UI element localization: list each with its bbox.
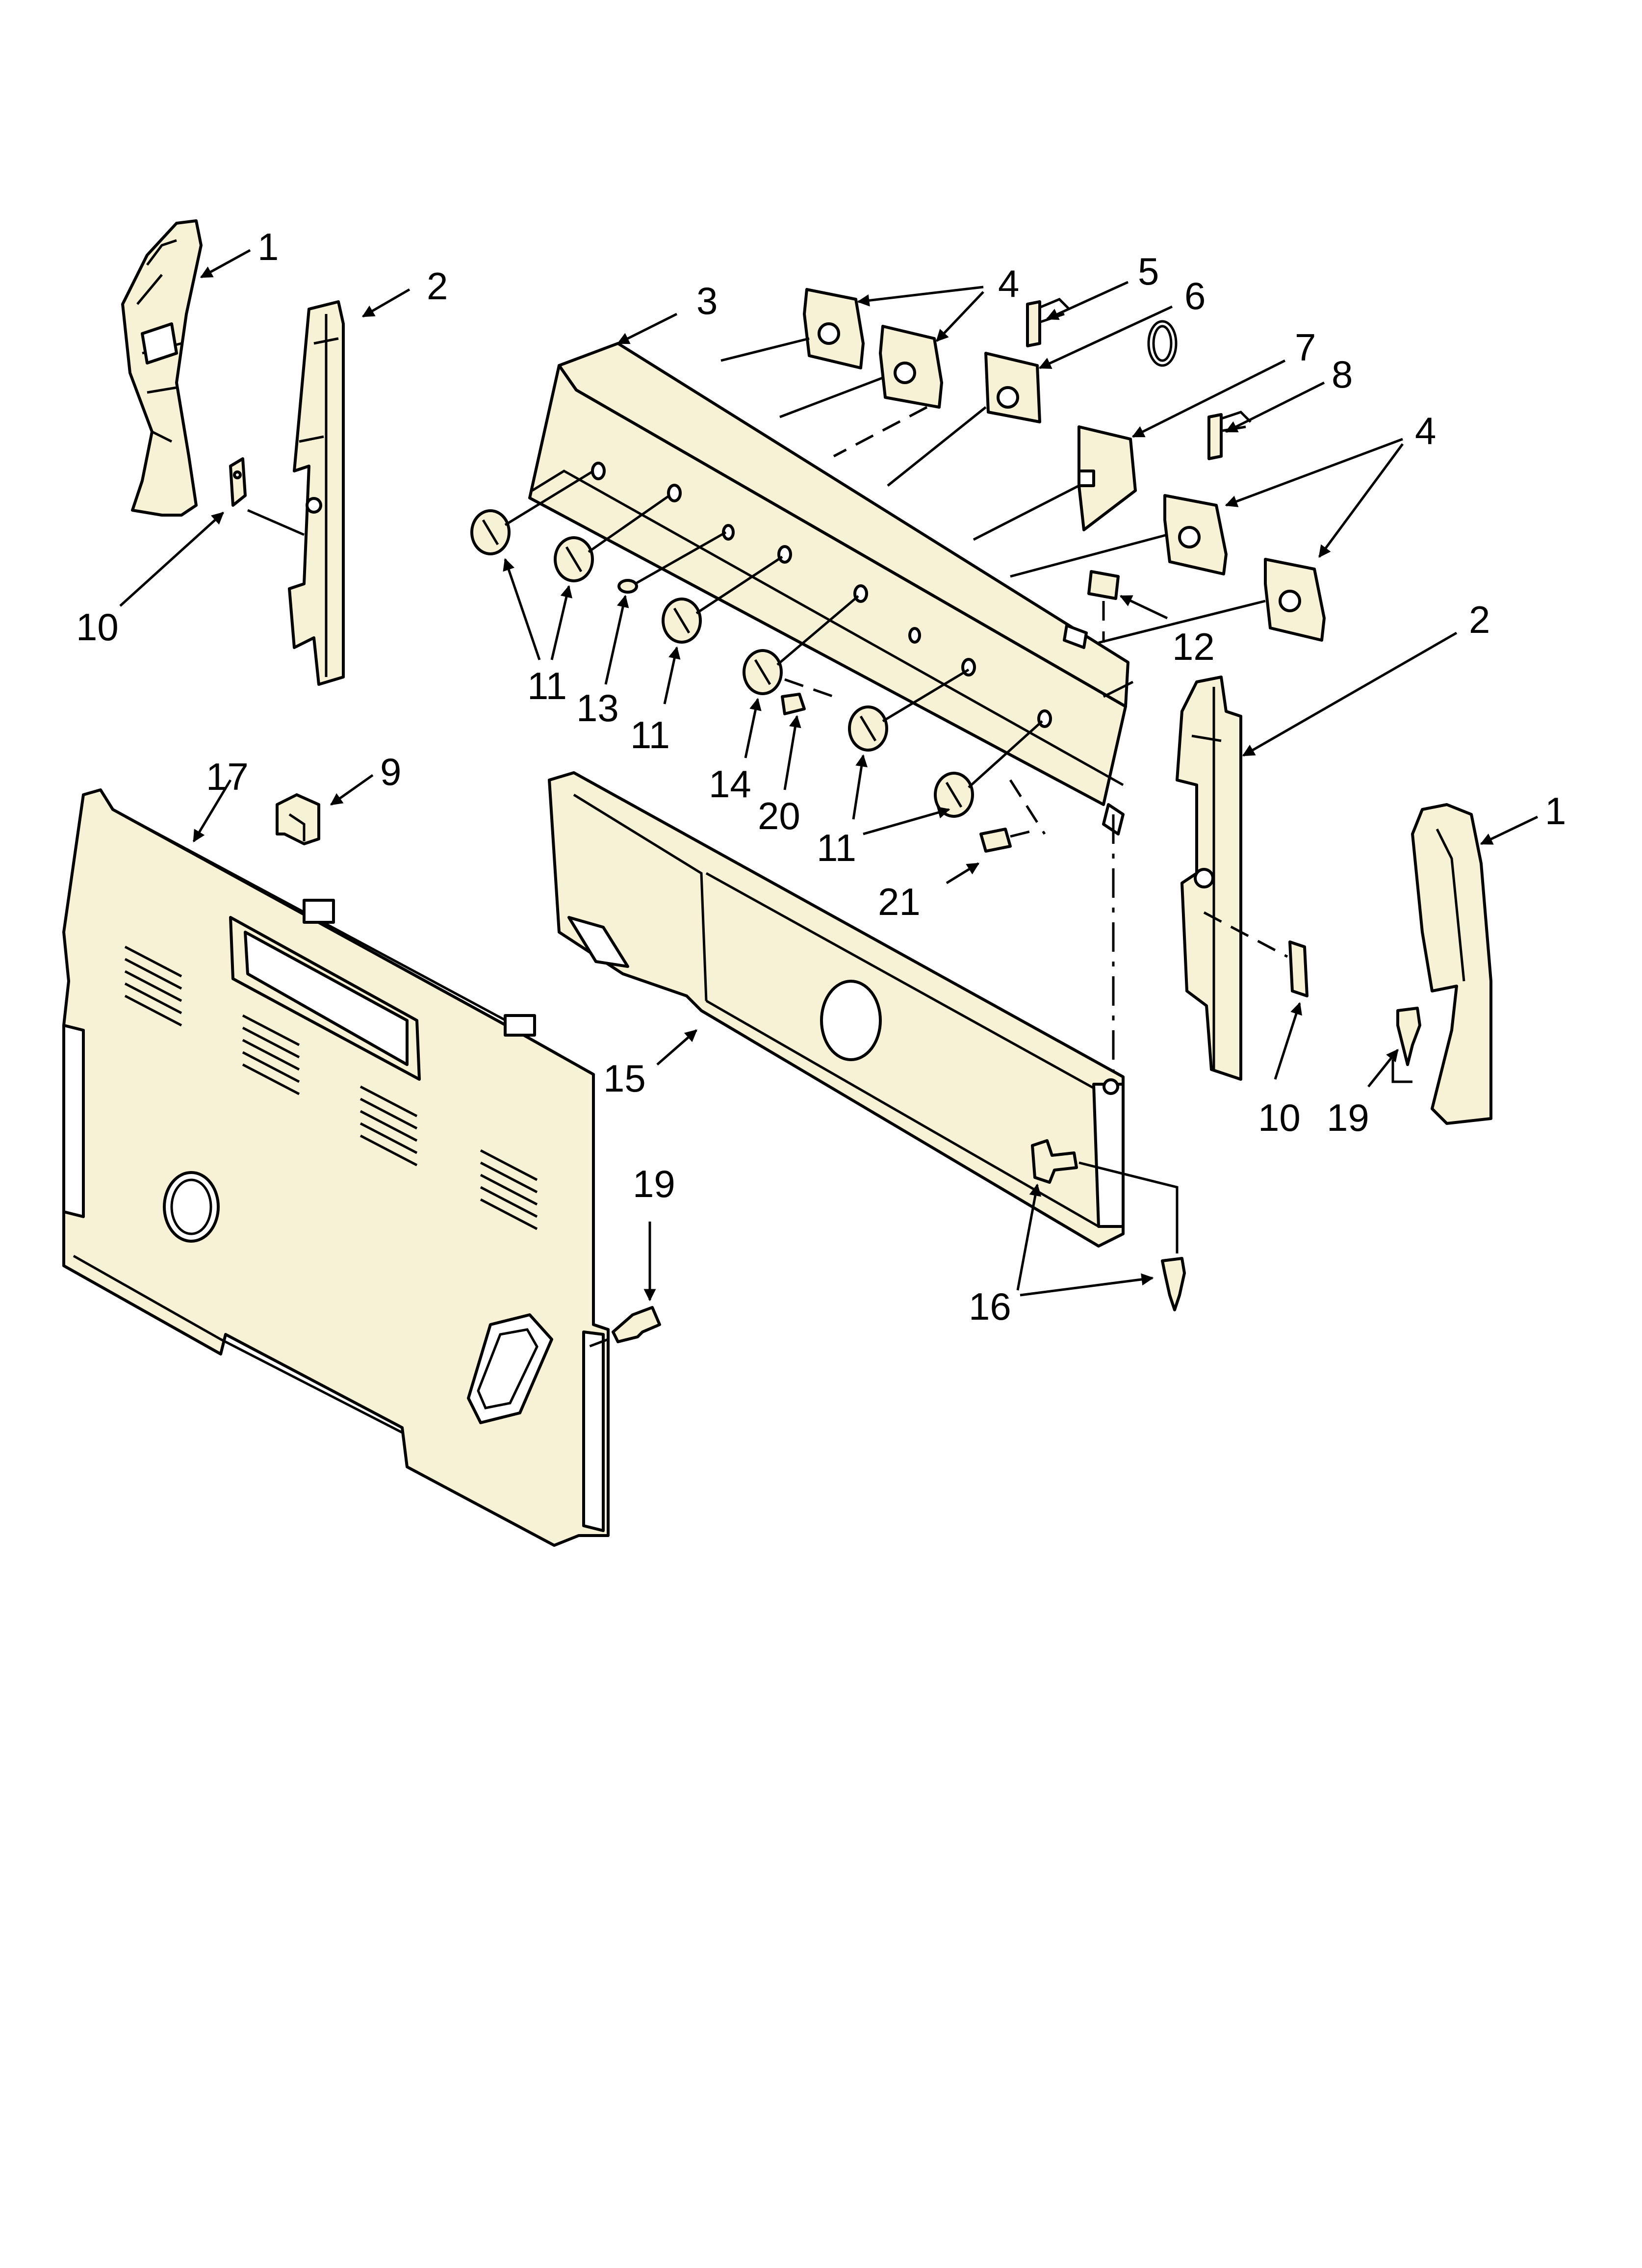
callout-12: 12 — [1172, 625, 1215, 668]
callout-15: 15 — [603, 1057, 646, 1100]
part-11-knob-2 — [554, 536, 594, 582]
part-16-screw-1 — [1031, 1139, 1078, 1184]
callout-13: 13 — [576, 686, 619, 730]
callout-5: 5 — [1138, 250, 1159, 293]
part-19-screw-left — [612, 1306, 661, 1343]
callout-10-left: 10 — [76, 605, 119, 649]
part-4-infinite-switch-1 — [803, 288, 865, 369]
callout-10-right: 10 — [1258, 1096, 1301, 1139]
callout-2-left: 2 — [427, 264, 448, 308]
rear-panel-vents — [124, 945, 538, 1230]
part-5-wire-harness — [1026, 298, 1070, 347]
callout-16: 16 — [969, 1285, 1011, 1328]
part-4-infinite-switch-2 — [879, 325, 943, 409]
part-6-switch — [984, 352, 1041, 423]
part-17-rear-panel — [62, 788, 610, 1547]
callout-7: 7 — [1295, 326, 1316, 369]
callout-2-right: 2 — [1469, 598, 1490, 641]
callout-11-c: 11 — [817, 826, 856, 869]
callout-19-right: 19 — [1327, 1096, 1369, 1139]
part-8-wire-harness — [1207, 411, 1252, 460]
part-1-right-end-cap — [1411, 803, 1492, 1125]
part-19-screw-right — [1396, 1007, 1421, 1066]
callout-17: 17 — [206, 755, 249, 798]
part-14-knob — [743, 649, 783, 695]
callout-19-left: 19 — [633, 1162, 675, 1205]
part-12-rocker-switch — [1087, 570, 1120, 600]
callout-4-right: 4 — [1415, 409, 1436, 452]
callout-20: 20 — [758, 794, 800, 837]
callout-8: 8 — [1332, 353, 1353, 396]
part-16-screw-2 — [1161, 1257, 1186, 1311]
part-2-left-side-bracket — [288, 300, 345, 686]
part-10-left-clip — [229, 457, 247, 507]
callout-1-left: 1 — [257, 225, 279, 268]
console-holes — [591, 462, 1052, 728]
callout-11-b: 11 — [630, 713, 670, 756]
part-1-left-end-cap — [121, 219, 203, 517]
callout-6: 6 — [1184, 274, 1206, 317]
callout-4-top: 4 — [998, 262, 1019, 305]
callout-21: 21 — [878, 880, 921, 923]
part-10-right-clip — [1288, 940, 1308, 997]
callout-11-a: 11 — [527, 664, 567, 707]
knob-shaft-lines — [504, 469, 1046, 835]
callout-labels: 1 2 3 4 4 5 6 7 8 2 1 10 11 13 11 14 20 … — [76, 225, 1566, 1328]
part-6-coil — [1147, 320, 1178, 367]
part-13-screw — [617, 531, 727, 594]
callout-3: 3 — [696, 279, 718, 322]
part-11-knob-4 — [848, 705, 888, 752]
part-20-screw — [781, 693, 806, 715]
part-2-right-side-bracket — [1176, 676, 1242, 1081]
part-11-knob-3 — [662, 598, 702, 644]
part-7-switch — [1078, 425, 1137, 531]
part-11-knob-1 — [470, 509, 511, 555]
part-21-screw — [979, 828, 1040, 853]
part-4-infinite-switch-3 — [1163, 494, 1228, 575]
part-4-infinite-switch-4 — [1264, 558, 1326, 642]
assembly-leader-lines — [720, 337, 1266, 1079]
part-11-knob-5 — [934, 772, 974, 818]
part-15-mounting-panel — [548, 771, 1125, 1248]
part-9-clip — [276, 793, 320, 845]
callout-arrows — [119, 249, 1539, 1302]
callout-14: 14 — [709, 762, 751, 806]
callout-9: 9 — [380, 750, 401, 793]
callout-1-right: 1 — [1545, 789, 1566, 833]
